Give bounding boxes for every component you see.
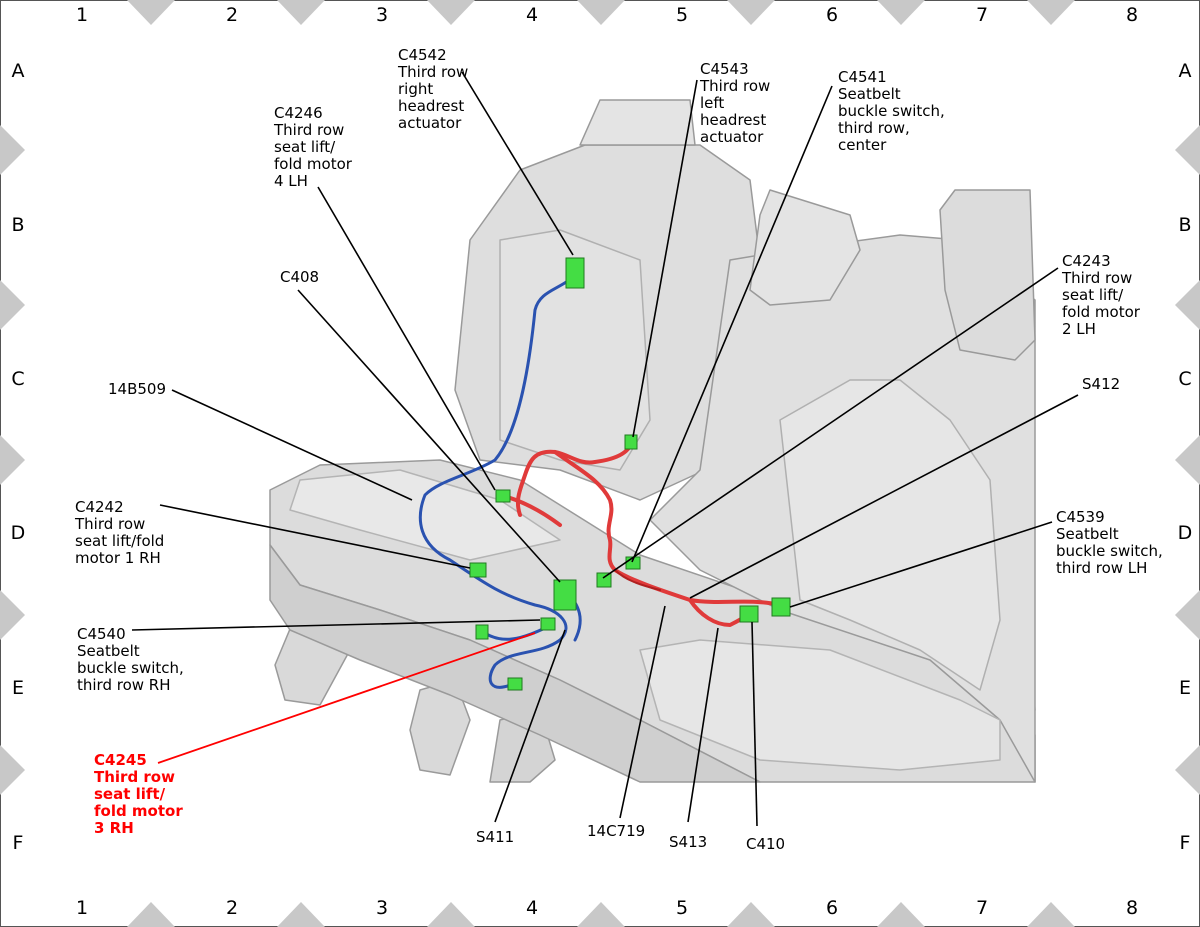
grid-row-d: D <box>10 522 26 544</box>
label-c4246: C4246 Third row seat lift/ fold motor 4 … <box>274 104 352 190</box>
label-c4540: C4540 Seatbelt buckle switch, third row … <box>77 625 184 694</box>
label-c410: C410 <box>746 835 786 853</box>
grid-col-4-bottom: 4 <box>525 897 539 919</box>
connectors <box>469 257 791 691</box>
label-c4243: C4243 Third row seat lift/ fold motor 2 … <box>1062 252 1140 338</box>
grid-col-6-bottom: 6 <box>825 897 839 919</box>
grid-col-1: 1 <box>75 4 89 26</box>
connector-c4539 <box>771 597 791 617</box>
label-c4543: C4543 Third row left headrest actuator <box>700 60 771 146</box>
label-c4542: C4542 Third row right headrest actuator <box>398 46 469 132</box>
connector-c4246 <box>495 489 511 503</box>
leader-lines <box>131 71 1079 827</box>
grid-col-7: 7 <box>975 4 989 26</box>
grid-row-f: F <box>12 832 24 854</box>
label-s413: S413 <box>669 833 708 851</box>
label-c4242: C4242 Third row seat lift/fold motor 1 R… <box>75 498 165 567</box>
grid-row-b-right: B <box>1178 214 1192 236</box>
connector-c4242 <box>469 562 487 578</box>
connector-c4243 <box>596 572 612 588</box>
grid-col-2-bottom: 2 <box>225 897 239 919</box>
connector-c410 <box>739 605 759 623</box>
label-s412: S412 <box>1082 375 1121 393</box>
label-c4541: C4541 Seatbelt buckle switch, third row,… <box>838 68 945 154</box>
label-c4539: C4539 Seatbelt buckle switch, third row … <box>1056 508 1163 577</box>
leader-line-highlight <box>157 632 536 764</box>
grid-row-e-right: E <box>1178 677 1191 699</box>
grid-row-f-right: F <box>1179 832 1191 854</box>
grid-col-1-bottom: 1 <box>75 897 89 919</box>
label-c4245: C4245 Third row seat lift/ fold motor 3 … <box>94 751 183 837</box>
connector-c4245 <box>475 624 489 640</box>
grid-col-8-bottom: 8 <box>1125 897 1139 919</box>
grid-row-d-right: D <box>1177 522 1193 544</box>
grid-col-3-bottom: 3 <box>375 897 389 919</box>
grid-col-5-bottom: 5 <box>675 897 689 919</box>
connector-c4540 <box>540 617 556 631</box>
grid-row-e: E <box>11 677 24 699</box>
wiring-harness <box>418 273 782 689</box>
connector-end <box>507 677 523 691</box>
connector-c408 <box>553 579 577 611</box>
grid-col-5: 5 <box>675 4 689 26</box>
grid-row-a-right: A <box>1178 60 1192 82</box>
connector-c4542 <box>565 257 585 289</box>
seat-illustration <box>269 99 1036 783</box>
grid-col-8: 8 <box>1125 4 1139 26</box>
label-c408: C408 <box>280 268 320 286</box>
connector-c4543 <box>624 434 638 450</box>
grid-col-4: 4 <box>525 4 539 26</box>
label-14c719: 14C719 <box>587 822 646 840</box>
label-14b509: 14B509 <box>108 380 167 398</box>
grid-row-c-right: C <box>1178 368 1192 390</box>
label-s411: S411 <box>476 828 515 846</box>
grid-row-a: A <box>11 60 25 82</box>
grid-col-2: 2 <box>225 4 239 26</box>
grid-col-7-bottom: 7 <box>975 897 989 919</box>
grid-col-3: 3 <box>375 4 389 26</box>
grid-row-b: B <box>11 214 25 236</box>
grid-row-c: C <box>11 368 25 390</box>
grid-col-6: 6 <box>825 4 839 26</box>
